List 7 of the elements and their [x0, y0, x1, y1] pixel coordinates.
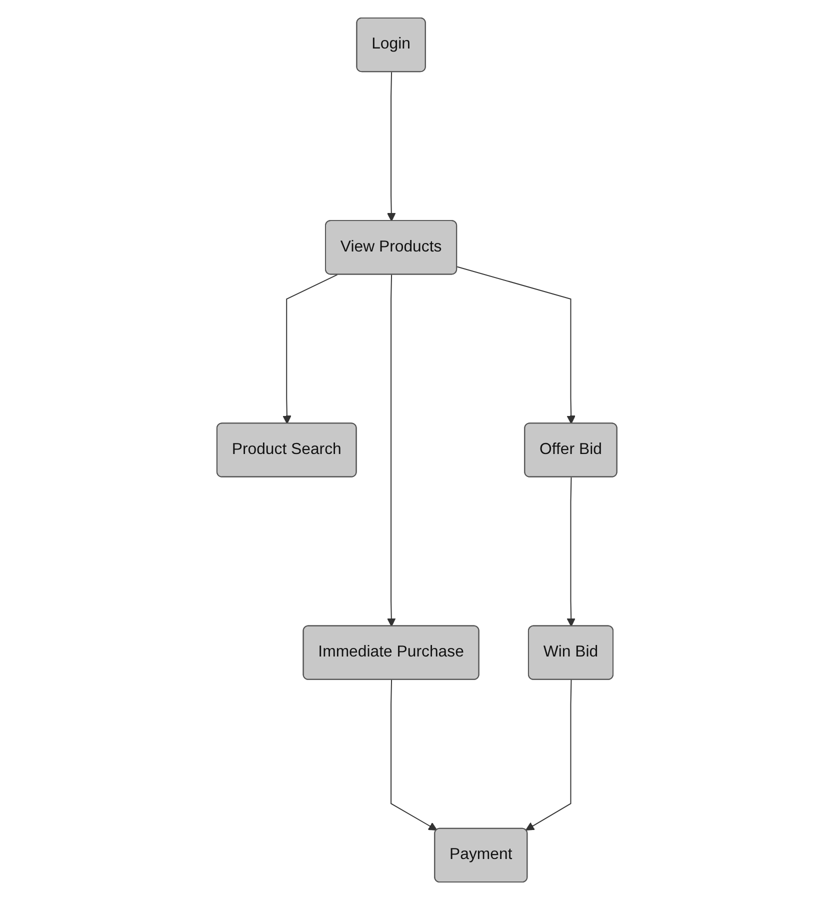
arrow [386, 274, 396, 627]
arrow [282, 274, 338, 424]
arrow [390, 679, 437, 831]
arrow [386, 72, 396, 222]
arrow [525, 679, 572, 831]
arrow [566, 476, 576, 627]
arrow [456, 266, 576, 424]
